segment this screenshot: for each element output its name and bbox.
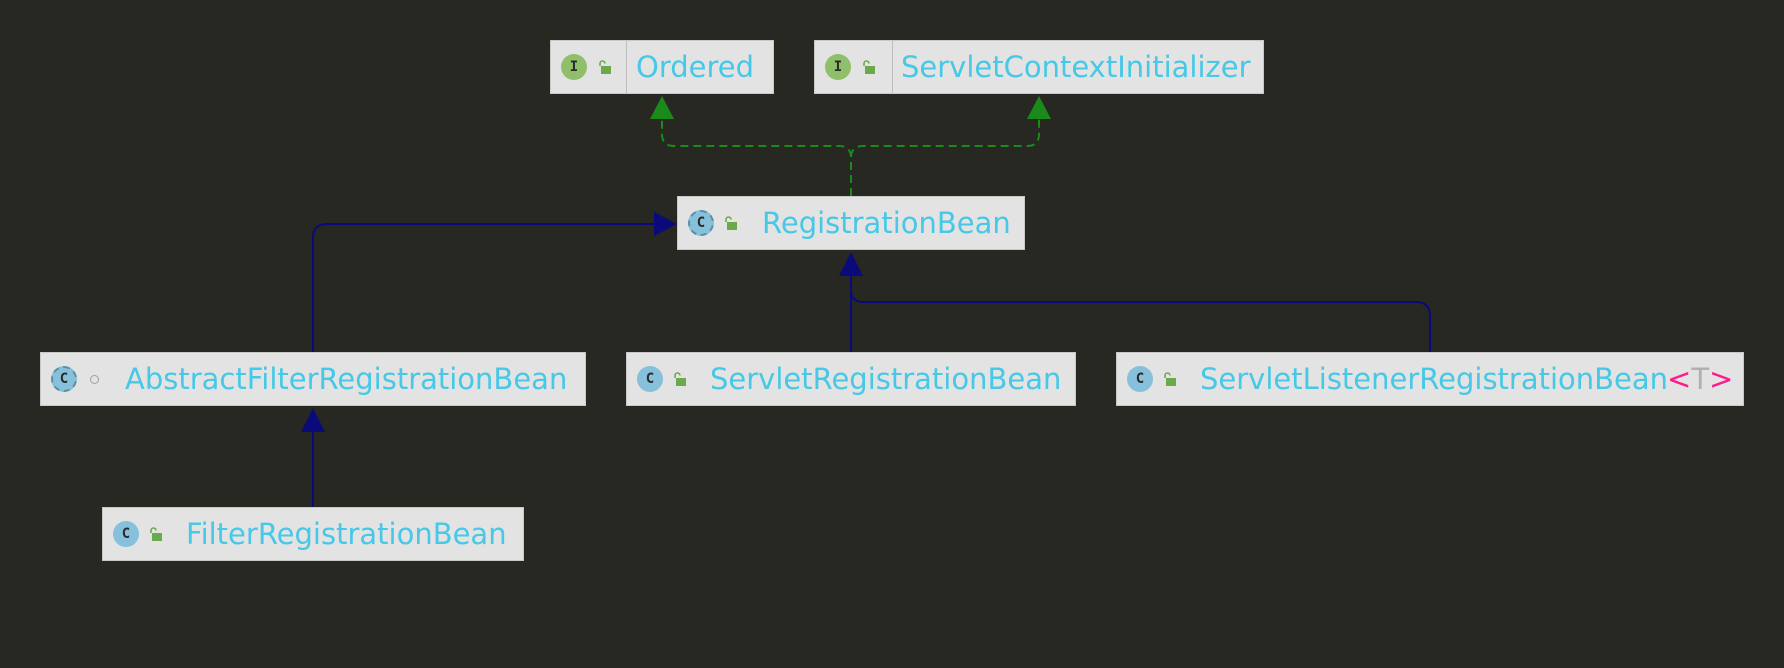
node-filter-registration-bean[interactable]: C FilterRegistrationBean (102, 507, 524, 561)
public-lock-icon (599, 60, 611, 74)
arrowhead-abstract-filter-bottom (301, 408, 325, 432)
node-separator (626, 41, 627, 93)
arrowhead-ordered (650, 96, 674, 119)
edge-registration-bean-implements-ordered (661, 116, 852, 196)
class-icon: C (113, 521, 139, 547)
public-lock-icon (863, 60, 875, 74)
node-registration-bean[interactable]: C RegistrationBean (677, 196, 1025, 250)
public-lock-icon (725, 216, 737, 230)
public-lock-icon (1164, 372, 1176, 386)
interface-icon: I (825, 54, 851, 80)
node-servlet-listener-registration-bean[interactable]: C ServletListenerRegistrationBean <T> (1116, 352, 1744, 406)
node-label: RegistrationBean (762, 206, 1011, 240)
arrowhead-registration-bean-left (654, 212, 677, 236)
edge-abstract-filter-extends-registration-bean (312, 223, 656, 352)
abstract-class-icon: C (51, 366, 77, 392)
generic-close-bracket: > (1709, 362, 1734, 396)
arrowhead-servlet-context-initializer (1027, 96, 1051, 119)
node-label: FilterRegistrationBean (186, 517, 507, 551)
node-label: Ordered (636, 50, 755, 84)
class-icon: C (1127, 366, 1153, 392)
edge-servlet-listener-extends-registration-bean (850, 289, 1431, 352)
node-abstract-filter-registration-bean[interactable]: C AbstractFilterRegistrationBean (40, 352, 586, 406)
node-separator (892, 41, 893, 93)
node-label: ServletListenerRegistrationBean (1200, 362, 1669, 396)
generic-open-bracket: < (1667, 362, 1692, 396)
abstract-class-icon: C (688, 210, 714, 236)
class-icon: C (637, 366, 663, 392)
arrowhead-registration-bean-bottom (839, 252, 863, 276)
public-lock-icon (674, 372, 686, 386)
public-lock-icon (150, 527, 162, 541)
generic-param: T (1691, 362, 1710, 396)
node-label: AbstractFilterRegistrationBean (125, 362, 568, 396)
node-servlet-registration-bean[interactable]: C ServletRegistrationBean (626, 352, 1076, 406)
generic-type-parameter: <T> (1667, 353, 1733, 405)
package-private-dot-icon (90, 375, 99, 384)
node-label: ServletRegistrationBean (710, 362, 1062, 396)
edge-registration-bean-implements-servlet-context-initializer (850, 116, 1040, 196)
node-ordered[interactable]: I Ordered (550, 40, 774, 94)
node-label: ServletContextInitializer (901, 50, 1251, 84)
node-servlet-context-initializer[interactable]: I ServletContextInitializer (814, 40, 1264, 94)
interface-icon: I (561, 54, 587, 80)
